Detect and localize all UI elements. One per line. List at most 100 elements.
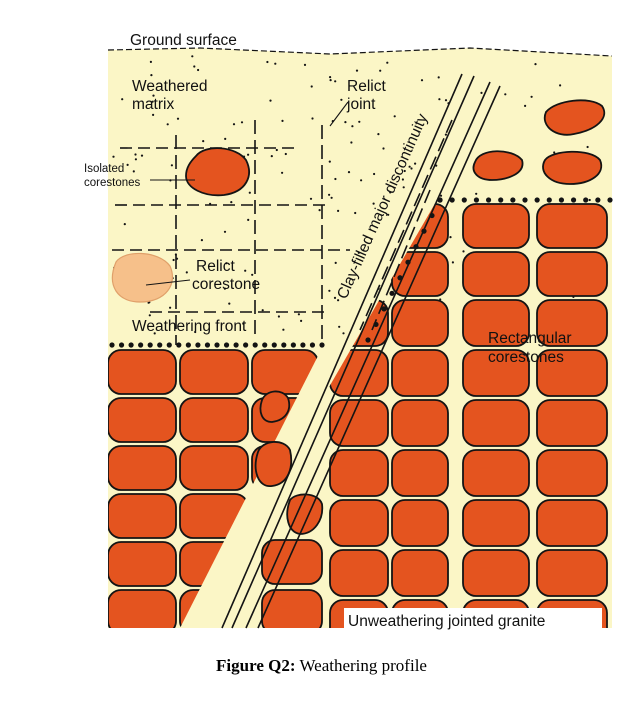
front-dot	[176, 342, 182, 348]
matrix-speckle	[438, 98, 441, 101]
matrix-speckle	[344, 121, 347, 124]
front-dot	[252, 342, 258, 348]
matrix-speckle	[150, 74, 153, 77]
front-dot	[607, 197, 613, 203]
matrix-speckle	[530, 95, 533, 98]
matrix-speckle	[228, 302, 231, 305]
matrix-speckle	[504, 93, 507, 96]
corestone-block	[462, 399, 530, 447]
corestone-block	[462, 549, 530, 597]
matrix-speckle	[480, 91, 483, 94]
matrix-speckle	[240, 121, 244, 124]
caption-prefix: Figure Q2:	[216, 656, 296, 675]
unweathering-granite-label: Unweathering jointed granite	[348, 613, 545, 630]
ground-surface-label: Ground surface	[130, 32, 237, 49]
matrix-speckle	[401, 178, 404, 181]
matrix-speckle	[151, 100, 154, 103]
matrix-speckle	[242, 322, 245, 325]
matrix-speckle	[334, 261, 337, 264]
matrix-speckle	[403, 169, 406, 173]
corestone-block	[261, 539, 323, 585]
matrix-speckle	[559, 84, 562, 87]
front-dot	[534, 197, 540, 203]
matrix-speckle	[337, 209, 340, 212]
matrix-speckle	[277, 315, 280, 318]
relict-corestone-label-line1: Relict	[196, 258, 235, 275]
matrix-speckle	[200, 239, 203, 242]
matrix-speckle	[334, 80, 337, 83]
isolated-corestones	[185, 99, 605, 197]
corestone-block	[462, 449, 530, 497]
clay-filled-discontinuity-lines	[221, 73, 501, 629]
corestone-block	[261, 589, 323, 628]
matrix-speckle	[284, 152, 287, 156]
matrix-speckle	[303, 63, 307, 66]
corestone-block	[329, 449, 389, 497]
corestone-block	[108, 589, 177, 628]
matrix-speckle	[309, 197, 313, 200]
corestone-block	[108, 445, 177, 491]
weathered-matrix-label-line2: matrix	[132, 96, 174, 113]
relict-joint-label-line2: joint	[346, 96, 376, 113]
front-dot	[309, 342, 316, 348]
matrix-speckle	[169, 306, 172, 309]
caption-text: Weathering profile	[299, 656, 427, 675]
front-dot	[281, 342, 287, 348]
corestone-block	[462, 299, 530, 347]
matrix-speckle	[524, 104, 527, 107]
front-dot	[365, 337, 371, 343]
corestone-block	[179, 445, 249, 491]
front-dot	[166, 342, 172, 348]
front-dot	[485, 197, 492, 203]
matrix-speckle	[266, 60, 269, 64]
corestone-block	[536, 251, 608, 297]
matrix-speckle	[444, 99, 448, 102]
matrix-speckle	[462, 250, 465, 253]
matrix-speckle	[410, 167, 413, 170]
front-dot	[271, 342, 277, 348]
matrix-speckle	[281, 119, 284, 122]
matrix-speckle	[311, 117, 314, 120]
matrix-speckle	[475, 192, 478, 195]
matrix-speckle	[176, 117, 180, 120]
matrix-speckle	[223, 230, 227, 233]
relict-corestone-label-line2: corestone	[192, 276, 260, 293]
matrix-speckle	[586, 145, 589, 149]
corestone-block	[536, 499, 608, 547]
matrix-speckle	[269, 99, 272, 102]
corestone-block	[391, 499, 449, 547]
matrix-speckle	[329, 76, 332, 79]
relict-corestone	[111, 252, 174, 303]
corestone-block	[179, 397, 249, 443]
matrix-speckle	[223, 287, 226, 290]
unweathering-label-backdrop	[344, 608, 602, 630]
matrix-speckle	[387, 213, 390, 216]
matrix-speckle	[230, 201, 233, 204]
matrix-speckle	[310, 85, 313, 88]
corestone-block	[536, 203, 608, 249]
rectangular-corestones-label-line2: corestones	[488, 349, 564, 366]
matrix-speckle	[389, 191, 392, 194]
matrix-speckle	[194, 330, 197, 334]
corestone-block	[108, 493, 177, 539]
matrix-speckle	[247, 153, 250, 156]
front-dot	[583, 197, 589, 203]
front-dot	[546, 197, 552, 203]
front-dot	[389, 290, 395, 296]
matrix-speckle	[132, 170, 135, 173]
matrix-speckle	[386, 61, 389, 64]
matrix-speckle	[270, 155, 273, 158]
figure-caption: Figure Q2: Weathering profile	[0, 656, 643, 676]
front-dot	[147, 342, 153, 348]
corestone-block	[108, 541, 177, 587]
matrix-speckle	[329, 79, 332, 82]
matrix-speckle	[534, 63, 537, 66]
front-dot	[381, 306, 387, 312]
weathered-matrix-label-line1: Weathered	[132, 78, 208, 95]
matrix-speckle	[251, 273, 254, 276]
matrix-speckle	[328, 289, 331, 292]
matrix-speckle	[297, 313, 300, 316]
matrix-speckle	[193, 65, 196, 68]
front-dot	[473, 197, 480, 203]
matrix-speckle	[152, 113, 155, 116]
